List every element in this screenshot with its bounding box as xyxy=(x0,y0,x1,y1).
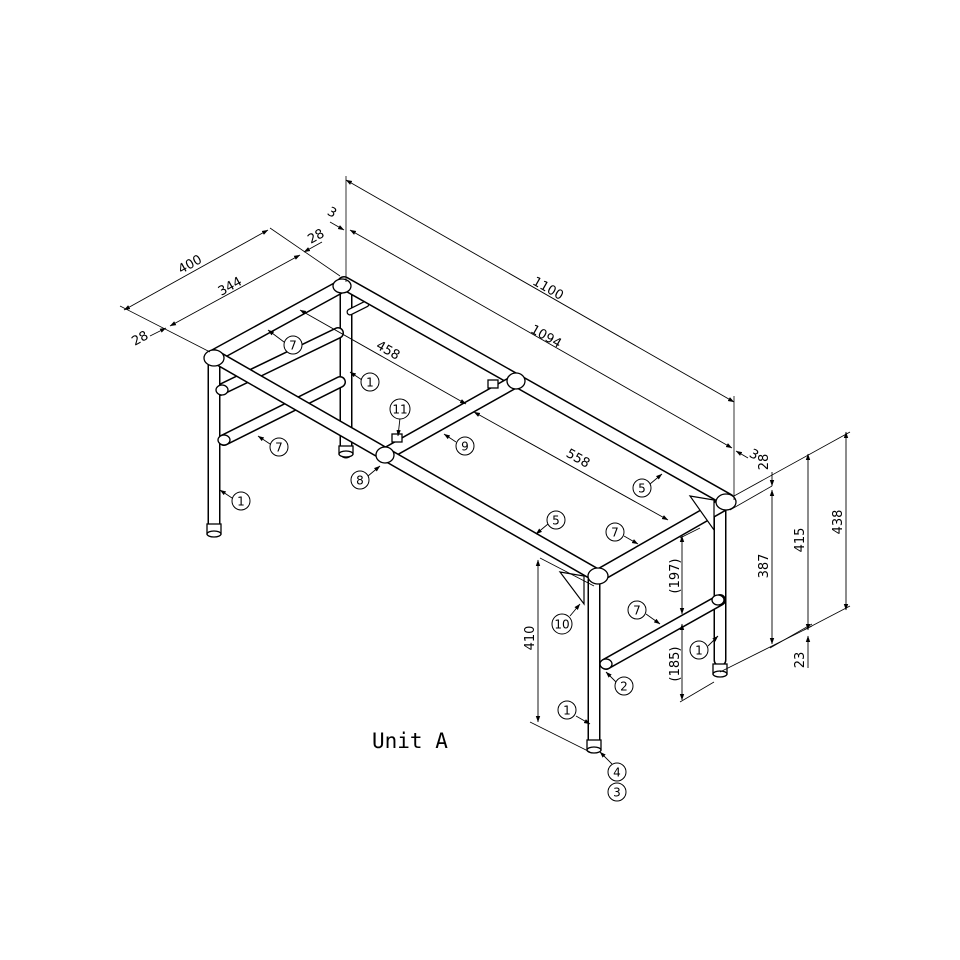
dim-415-label: 415 xyxy=(793,528,808,553)
joint-back-left xyxy=(332,278,352,294)
svg-text:5: 5 xyxy=(638,482,646,496)
dim-458-line xyxy=(299,309,467,405)
joint-middle-front xyxy=(375,446,395,464)
dim-3-top-label: 3 xyxy=(324,204,339,221)
dim-344-label: 344 xyxy=(216,274,245,299)
callout-1b: 1 xyxy=(219,489,251,511)
part-callouts: 7 1 7 1 11 9 xyxy=(219,329,719,802)
svg-text:5: 5 xyxy=(552,514,560,528)
callout-1d: 1 xyxy=(557,700,591,725)
joint-left-lower xyxy=(217,434,231,446)
dim-23-label: 23 xyxy=(793,652,808,669)
joints xyxy=(203,278,737,670)
dim-1094-label: 1094 xyxy=(528,322,564,351)
bracket-top xyxy=(487,379,499,389)
callout-7a: 7 xyxy=(267,329,303,355)
bracket-11 xyxy=(391,433,403,443)
joint-back-right xyxy=(715,493,737,511)
gussets xyxy=(558,495,715,606)
svg-text:7: 7 xyxy=(289,339,297,353)
callout-7c: 7 xyxy=(605,522,639,545)
svg-text:4: 4 xyxy=(613,766,621,780)
callout-10: 10 xyxy=(551,603,581,635)
dim-28-front-line xyxy=(149,327,167,337)
unit-title: Unit A xyxy=(372,729,448,753)
foot-front-right xyxy=(586,739,602,754)
foot-back-left xyxy=(338,445,354,458)
callout-5b: 5 xyxy=(535,510,566,535)
dim-1100-label: 1100 xyxy=(530,274,566,303)
callout-8: 8 xyxy=(350,465,381,490)
gusset-front xyxy=(558,571,585,606)
dim-28-back-label: 28 xyxy=(305,226,327,247)
right-top-crossbar xyxy=(591,497,731,583)
dim-197-label: (197) xyxy=(668,559,683,594)
dim-3-top-line xyxy=(329,221,345,231)
dim-387-label: 387 xyxy=(757,554,772,579)
svg-text:7: 7 xyxy=(275,441,283,455)
dim-28-right-label: 28 xyxy=(757,454,772,471)
dim-1094-line xyxy=(349,229,733,449)
svg-text:10: 10 xyxy=(554,618,569,632)
svg-text:1: 1 xyxy=(695,644,703,658)
feet xyxy=(206,445,728,754)
callout-2: 2 xyxy=(605,671,634,696)
dim-185-label: (185) xyxy=(668,647,683,682)
gusset-back xyxy=(688,495,715,532)
svg-text:8: 8 xyxy=(356,474,364,488)
joint-front-right xyxy=(587,567,609,585)
callout-5a: 5 xyxy=(632,473,663,498)
svg-text:7: 7 xyxy=(633,604,641,618)
svg-text:9: 9 xyxy=(461,440,469,454)
dim-558-label: 558 xyxy=(563,446,592,471)
svg-text:11: 11 xyxy=(392,403,407,417)
joint-right-lower xyxy=(599,658,613,670)
svg-text:2: 2 xyxy=(620,680,628,694)
foot-front-left xyxy=(206,523,222,538)
svg-text:7: 7 xyxy=(611,526,619,540)
callout-1c: 1 xyxy=(689,635,719,660)
svg-text:1: 1 xyxy=(563,704,571,718)
callout-4: 4 xyxy=(599,751,627,782)
svg-text:3: 3 xyxy=(613,786,621,800)
dim-410-label: 410 xyxy=(523,626,538,651)
svg-text:1: 1 xyxy=(237,495,245,509)
dim-28-back-line xyxy=(303,241,323,253)
dim-3-right-line xyxy=(735,450,749,459)
callout-7d: 7 xyxy=(627,600,661,625)
dim-344-line xyxy=(169,254,301,327)
joint-middle-back xyxy=(506,372,526,390)
joint-right-back-lower xyxy=(711,594,725,606)
dim-438-label: 438 xyxy=(831,510,846,535)
dimension-lines xyxy=(119,176,851,753)
callout-3: 3 xyxy=(607,782,627,802)
callout-7b: 7 xyxy=(257,435,289,457)
svg-text:1: 1 xyxy=(366,376,374,390)
joint-front-left xyxy=(203,349,225,367)
callout-11: 11 xyxy=(389,398,411,437)
dimension-labels: 1100 1094 3 3 400 344 28 28 458 558 410 … xyxy=(129,204,846,681)
joint-left-upper xyxy=(215,384,229,396)
foot-back-right xyxy=(712,663,728,678)
callout-9: 9 xyxy=(443,433,475,456)
dim-28-front-label: 28 xyxy=(129,328,151,349)
front-top-rail xyxy=(207,349,605,583)
dim-558-line xyxy=(473,411,669,521)
dim-400-label: 400 xyxy=(176,252,205,277)
right-side-lower-stretcher xyxy=(600,594,726,670)
callout-1a: 1 xyxy=(349,371,380,392)
